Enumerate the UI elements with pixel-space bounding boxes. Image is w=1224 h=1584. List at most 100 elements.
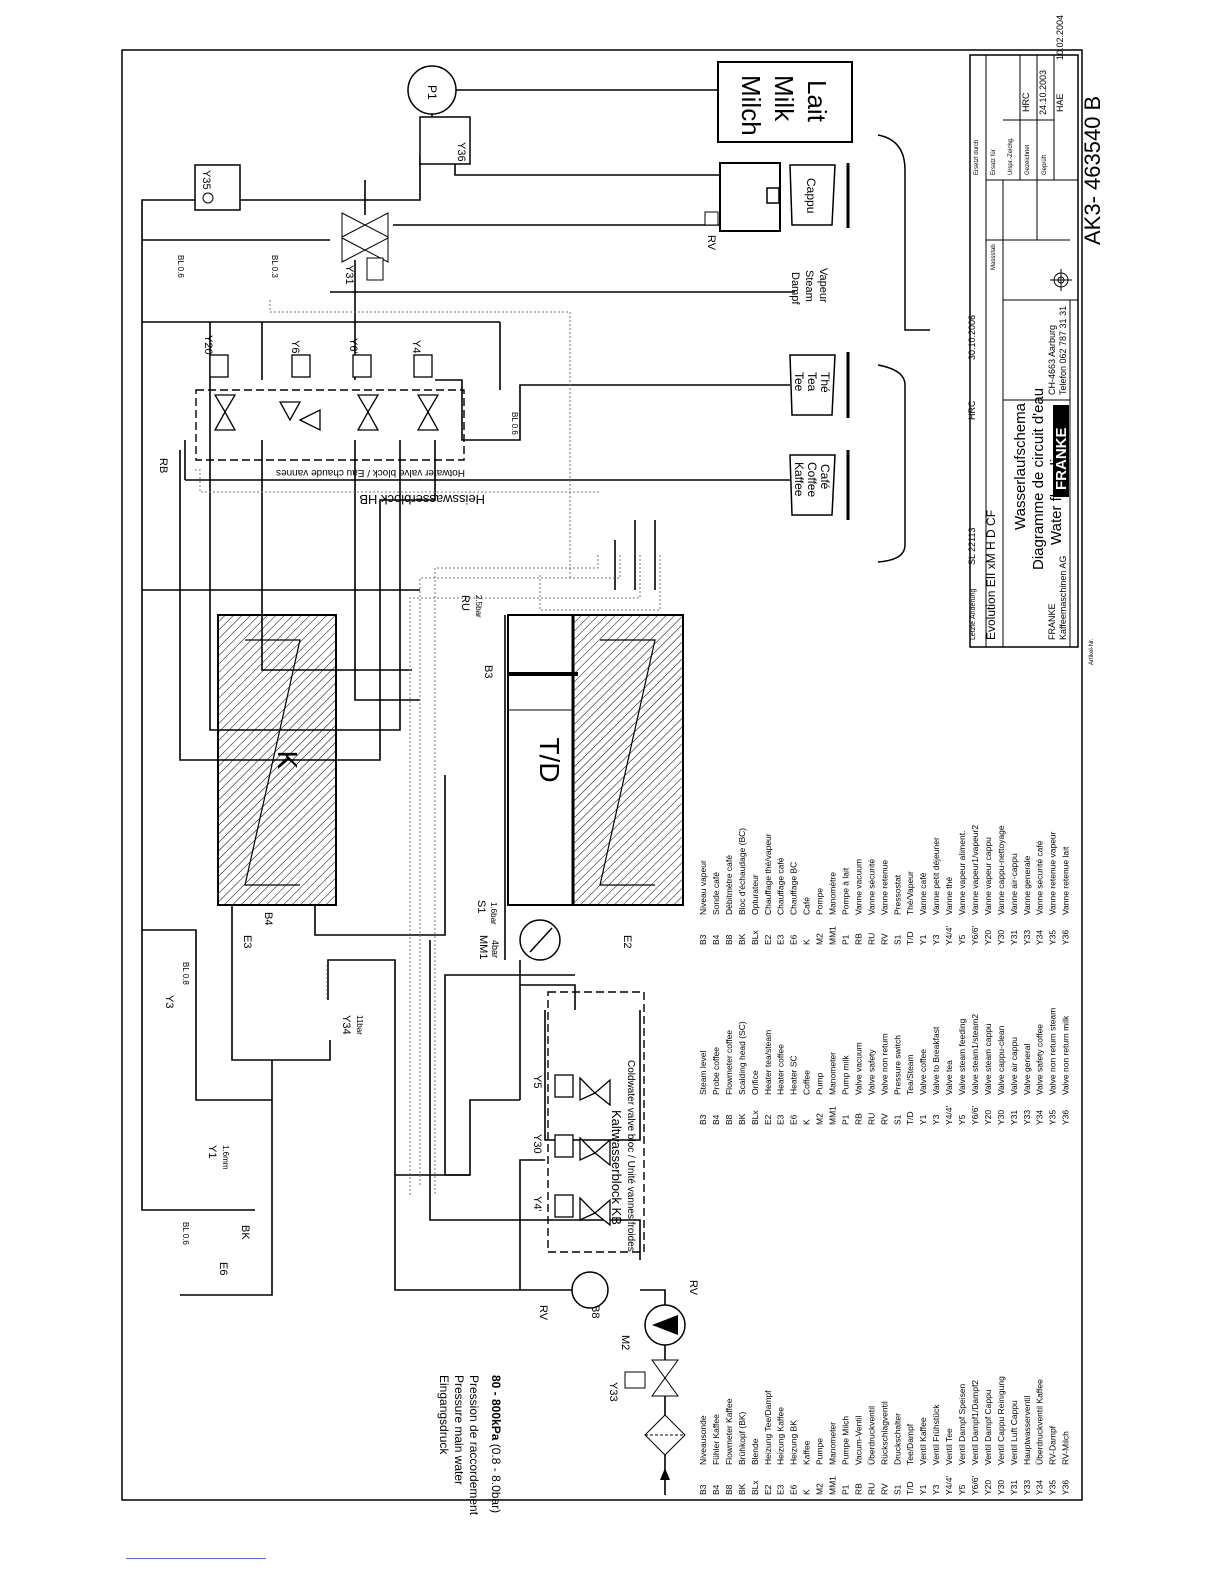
manometer-mm1 <box>519 919 561 961</box>
legend-description: Valve non return steam <box>1048 1008 1058 1095</box>
tb-gepruft: Geprüft <box>1042 155 1048 175</box>
label-y1: Y1 <box>206 1145 218 1158</box>
legend-code: Y34 <box>1035 1480 1045 1495</box>
legend-description: Ventil Dampf1/Dampf2 <box>970 1380 980 1465</box>
legend-description: Niveau vapeur <box>698 860 708 915</box>
label-e6: E6 <box>217 1262 229 1275</box>
tb-gepruft-date: 10.02.2004 <box>1055 15 1065 60</box>
steam-label-en: Steam <box>803 270 815 302</box>
label-y5: Y5 <box>531 1075 543 1088</box>
legend-description: Vanne sécurité <box>866 859 876 915</box>
legend-code: E6 <box>789 934 799 945</box>
valve-y35: Y35 <box>194 164 241 211</box>
legend-description: Valve non return milk <box>1061 1015 1071 1095</box>
legend-description: Überdruckventil Kaffee <box>1035 1379 1045 1465</box>
tb-gezeichnet: Gezeichnet <box>1025 144 1031 175</box>
legend-description: Chauffage BC <box>789 862 799 915</box>
legend-code: Y30 <box>996 1480 1006 1495</box>
inlet-pressure-value: 80 - 800kPa (0.8 - 8.0bar) <box>489 1375 503 1513</box>
label-bk: BK <box>239 1225 251 1240</box>
legend-code: Y1 <box>918 1114 928 1125</box>
legend-description: Valve steam1/steam2 <box>970 1014 980 1095</box>
orifice-y31: BL 0.3 <box>270 255 279 278</box>
legend-description: Pressure switch <box>892 1035 902 1095</box>
legend-code: RV <box>879 933 889 945</box>
legend-description: Niveausonde <box>698 1415 708 1465</box>
legend-code: MM1 <box>828 1106 838 1125</box>
legend-description: Valve general <box>1022 1044 1032 1095</box>
legend-description: Vanne thé <box>944 877 954 915</box>
legend-description: Pompe à lait <box>840 867 850 915</box>
main-valve-y33 <box>624 1359 686 1480</box>
legend-code: Y30 <box>996 1110 1006 1125</box>
legend-description: Vanne vapeur1/vapeur2 <box>970 825 980 915</box>
label-m2: M2 <box>619 1335 631 1350</box>
outlet-steam: Dampf Steam Vapeur <box>789 268 829 305</box>
label-e2: E2 <box>621 935 633 948</box>
projection-symbol-icon <box>1050 269 1072 291</box>
legend-description: Tee/Dampf <box>905 1423 915 1465</box>
tb-artikel-label: Artikel-Nr. <box>1089 638 1095 665</box>
cappu-frother: RV <box>704 162 781 251</box>
label-y36: Y36 <box>455 142 467 162</box>
legend-code: P1 <box>840 1114 850 1125</box>
tea-label-en: Tea <box>805 372 819 392</box>
inlet-pressure-fr: Pression de raccordement <box>467 1375 481 1516</box>
milk-container: Milch Milk Lait <box>717 61 853 143</box>
legend-description: Manomètre <box>828 872 838 915</box>
steam-label-fr: Vapeur <box>817 268 829 303</box>
milk-label-fr: Lait <box>802 80 832 123</box>
legend-description: Pumpe Milch <box>840 1416 850 1465</box>
legend-code: S1 <box>892 1484 902 1495</box>
label-y34: Y34 <box>340 1015 352 1035</box>
legend-description: Ventil Tee <box>944 1428 954 1465</box>
legend-code: Y31 <box>1009 1480 1019 1495</box>
legend-description: Flowmeter coffee <box>724 1030 734 1095</box>
inlet-pressure-de: Eingangsdruck <box>437 1375 451 1455</box>
legend-code: Y20 <box>983 1110 993 1125</box>
label-ru: RU <box>459 595 471 611</box>
outlet-cappu: Cappu <box>789 163 850 228</box>
legend-code: Y4/4' <box>944 1106 954 1125</box>
coldwater-block-title: Kaltwasserblock KB <box>609 1110 624 1225</box>
legend-code: Y34 <box>1035 1110 1045 1125</box>
tb-urspr-zeichg: Urspr.-Zeichg. <box>1008 137 1014 175</box>
label-y33: Y33 <box>607 1382 619 1402</box>
legend-code: MM1 <box>828 926 838 945</box>
legend-description: Valve air cappu <box>1009 1037 1019 1095</box>
legend-code: Y3 <box>931 1484 941 1495</box>
legend-code: Y5 <box>957 1484 967 1495</box>
tea-label-fr: Thé <box>818 372 832 393</box>
legend-description: Ventil Dampf Cappu <box>983 1389 993 1465</box>
legend-description: Rückschlagventil <box>879 1401 889 1465</box>
legend-code: Y3 <box>931 1114 941 1125</box>
coffee-label-fr: Café <box>818 464 832 490</box>
coldwater-block-subtitle: Coldwater valve bloc / Unité vannes froi… <box>625 1060 636 1252</box>
legend-description: Manometer <box>828 1422 838 1465</box>
milk-pump-p1: P1 Y36 <box>407 65 471 165</box>
legend-description: Coffee <box>802 1070 812 1095</box>
legend-description: Valve to Breakfast <box>931 1026 941 1095</box>
legend-description: Valve coffee <box>918 1049 928 1095</box>
hotwater-block-subtitle: Hotwater valve block / Eau chaude vannes <box>276 467 465 478</box>
legend-description: Pompe <box>815 888 825 915</box>
legend-description: Heater coffee <box>776 1044 786 1095</box>
legend-description: Blende <box>750 1438 760 1465</box>
legend-description: RV-Milch <box>1061 1431 1071 1465</box>
tb-title-fr: Diagramme de circuit d'eau <box>1030 388 1047 570</box>
legend-description: Tea/Steam <box>905 1054 915 1095</box>
legend-code: E3 <box>776 1484 786 1495</box>
label-y3: Y3 <box>163 995 175 1008</box>
legend-code: Y33 <box>1022 930 1032 945</box>
legend-code: BLx <box>750 1480 760 1495</box>
legend-description: Valve non return <box>879 1033 889 1095</box>
legend-description: Valve cappu-clean <box>996 1025 1006 1095</box>
outlet-coffee: Kaffee Coffee Café <box>789 450 850 520</box>
legend-code: Y3 <box>931 934 941 945</box>
legend-code: E2 <box>763 1114 773 1125</box>
coldwater-valve-block: Kaltwasserblock KB Coldwater valve bloc … <box>547 991 645 1253</box>
legend-description: Vanne retenue <box>879 860 889 915</box>
legend-description: Probe coffee <box>711 1047 721 1095</box>
